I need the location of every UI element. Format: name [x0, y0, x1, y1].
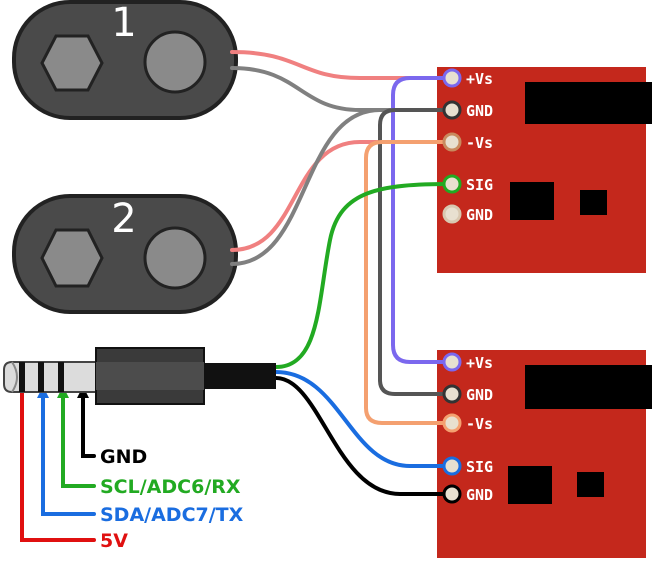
pin-signal: SIG: [442, 174, 493, 194]
pin-label: -Vs: [466, 134, 493, 152]
trrs-jack: [3, 347, 276, 405]
label-gnd: GND: [100, 446, 147, 468]
pin-signal: SIG: [442, 456, 493, 476]
pin-gnd: GND: [442, 384, 493, 404]
pin-label: SIG: [466, 176, 493, 194]
wire-vs-link: [391, 76, 454, 364]
pin-negative-vs: -Vs: [442, 132, 493, 152]
pin-icon: [442, 456, 462, 476]
sensor-board-bottom: [437, 350, 652, 558]
pin-vs: +Vs: [442, 352, 493, 372]
pin-gnd-2: GND: [442, 484, 493, 504]
board-connector: [525, 365, 652, 409]
pin-icon: [442, 352, 462, 372]
jack-ring: [19, 362, 25, 392]
pin-label: GND: [466, 486, 493, 504]
wire-b1-negative: [230, 66, 454, 112]
pin-gnd: GND: [442, 100, 493, 120]
jack-ring: [38, 362, 44, 392]
pin-label: +Vs: [466, 70, 493, 88]
arrow-gnd: [81, 386, 96, 458]
wire-b2-negative: [230, 108, 454, 266]
hex-terminal-icon: [40, 34, 104, 92]
label-scl: SCL/ADC6/RX: [100, 476, 241, 498]
wire-signal-blue: [274, 370, 454, 468]
wire-b1-positive: [230, 50, 454, 80]
wires: [20, 50, 454, 542]
pin-icon: [442, 204, 462, 224]
jack-legend: GND SCL/ADC6/RX SDA/ADC7/TX 5V: [100, 446, 244, 552]
pin-icon: [442, 100, 462, 120]
arrow-scl: [61, 386, 96, 488]
board-chip: [508, 466, 552, 504]
battery-2: 2: [12, 194, 238, 314]
wire-signal-green: [274, 182, 454, 369]
pin-label: +Vs: [466, 354, 493, 372]
wire-gnd-link: [378, 108, 454, 396]
jack-tip-groove: [11, 361, 18, 393]
sensor-board-top: [437, 67, 652, 273]
label-sda: SDA/ADC7/TX: [100, 504, 244, 526]
pin-label: GND: [466, 206, 493, 224]
battery-label: 2: [111, 196, 136, 242]
pin-icon: [442, 413, 462, 433]
pin-vs: +Vs: [442, 68, 493, 88]
pin-negative-vs: -Vs: [442, 413, 493, 433]
wire-negvs-link: [364, 140, 454, 425]
board-bottom-pins: +Vs GND -Vs SIG GND: [442, 352, 493, 504]
pin-label: GND: [466, 386, 493, 404]
pin-icon: [442, 174, 462, 194]
jack-strain-relief: [204, 363, 276, 389]
board-component: [577, 472, 604, 497]
pin-icon: [442, 68, 462, 88]
battery-1: 1: [12, 0, 238, 120]
pin-icon: [442, 132, 462, 152]
board-chip: [510, 182, 554, 220]
pin-label: SIG: [466, 458, 493, 476]
board-top-pins: +Vs GND -Vs SIG GND: [442, 68, 493, 224]
board-connector: [525, 82, 652, 124]
pin-label: -Vs: [466, 415, 493, 433]
wire-b2-positive: [230, 140, 454, 252]
pin-label: GND: [466, 102, 493, 120]
label-5v: 5V: [100, 530, 128, 552]
battery-label: 1: [111, 0, 136, 46]
wire-ground-black: [274, 376, 454, 496]
jack-ring: [58, 362, 64, 392]
jack-body-band: [96, 362, 204, 390]
pin-gnd-2: GND: [442, 204, 493, 224]
round-terminal-icon: [143, 30, 207, 94]
round-terminal-icon: [143, 226, 207, 290]
arrow-sda: [41, 386, 96, 516]
pin-icon: [442, 484, 462, 504]
board-component: [580, 190, 607, 215]
hex-terminal-icon: [40, 228, 104, 288]
pin-icon: [442, 384, 462, 404]
arrow-5v: [20, 376, 96, 542]
